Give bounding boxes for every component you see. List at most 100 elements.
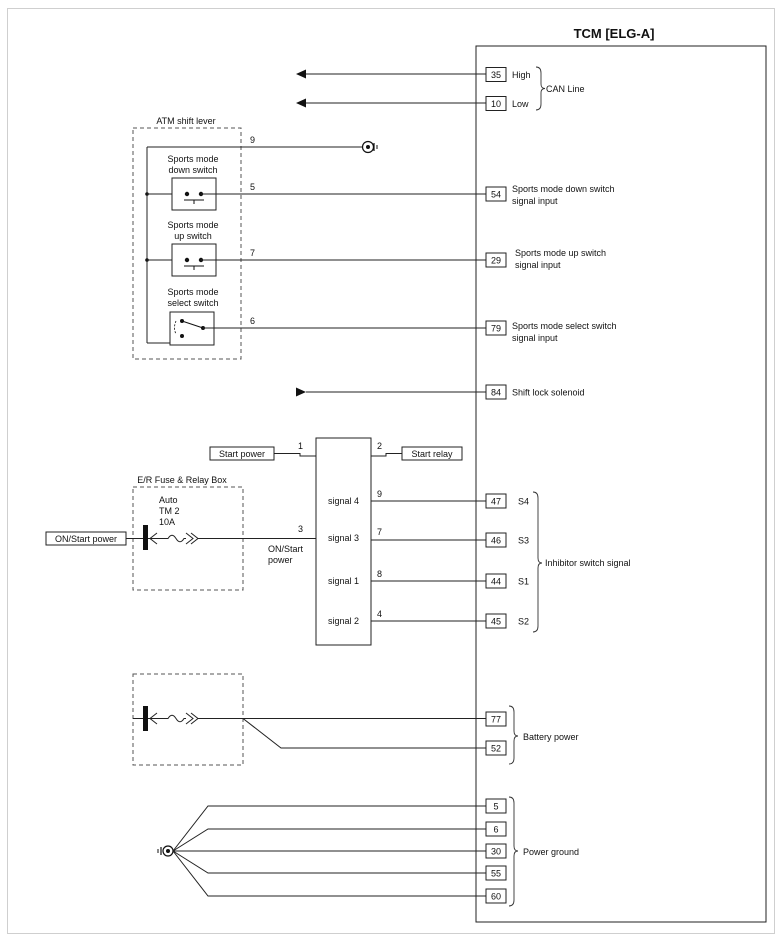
pin-box-60 <box>485 888 507 904</box>
pin-box-46 <box>485 532 507 548</box>
power-ground-point-dot <box>166 849 170 853</box>
fuse-label-3: 10A <box>159 517 175 527</box>
pin-box-10 <box>485 96 507 111</box>
pin-box-29 <box>485 252 507 268</box>
battery-power-group: 77 52 Battery power <box>132 673 579 766</box>
down-signal-label-1: Sports mode down switch <box>512 184 615 194</box>
up-switch-name-2: up switch <box>174 231 212 241</box>
battery-connector <box>143 706 148 731</box>
pin-6-label: 6 <box>493 825 498 835</box>
wire-52-battery <box>242 718 486 749</box>
can-low-arrow <box>296 98 306 108</box>
power-ground-label: Power ground <box>523 847 579 857</box>
pin-47-label: 47 <box>491 497 501 507</box>
select-switch-name-1: Sports mode <box>167 287 218 297</box>
wire-8-label: 8 <box>377 569 382 579</box>
pin-box-47 <box>485 493 507 509</box>
pin-10-label: 10 <box>491 99 501 109</box>
can-low-label: Low <box>512 99 529 109</box>
pin-30-label: 30 <box>491 847 501 857</box>
signal-2-label: signal 2 <box>328 616 359 626</box>
down-switch-contact-a <box>184 191 190 197</box>
pin-79-label: 79 <box>491 324 501 334</box>
can-line-label: CAN Line <box>546 84 585 94</box>
pin-box-5 <box>485 798 507 814</box>
pin-box-30 <box>485 843 507 859</box>
wire-6-label: 6 <box>250 316 255 326</box>
fuse-connector-out-2 <box>190 532 199 545</box>
down-switch-name-2: down switch <box>168 165 217 175</box>
wire-1-label: 1 <box>298 441 303 451</box>
start-power-label: Start power <box>219 449 265 459</box>
pin-box-44 <box>485 573 507 589</box>
fuse-relay-box: E/R Fuse & Relay Box Auto TM 2 10A ON/St… <box>45 475 316 591</box>
fuse-connector-out-1 <box>185 532 194 545</box>
wire-4-label: 4 <box>377 609 382 619</box>
pin-77-label: 77 <box>491 715 501 725</box>
on-start-label-2: power <box>268 555 293 565</box>
shift-lock-group: 84 Shift lock solenoid <box>296 384 585 400</box>
battery-fuse-icon <box>148 714 186 723</box>
pin-box-79 <box>485 320 507 336</box>
up-switch-contact-a <box>184 257 190 263</box>
inhibitor-switch-box <box>315 437 372 646</box>
up-switch-name-1: Sports mode <box>167 220 218 230</box>
battery-connector-out-1 <box>185 712 194 725</box>
down-signal-label-2: signal input <box>512 196 558 206</box>
select-switch-arm <box>181 320 204 329</box>
pin-box-77 <box>485 711 507 727</box>
inhibitor-switch-signal-label: Inhibitor switch signal <box>545 558 631 568</box>
select-signal-label-1: Sports mode select switch <box>512 321 617 331</box>
pin-55-label: 55 <box>491 869 501 879</box>
select-switch-contact-b <box>180 334 184 338</box>
pin-60-label: 60 <box>491 892 501 902</box>
tcm-title: TCM [ELG-A] <box>574 26 655 41</box>
battery-power-bracket <box>508 705 519 765</box>
pin-box-35 <box>485 67 507 82</box>
fuse-label-1: Auto <box>159 495 178 505</box>
battery-power-label: Battery power <box>523 732 579 742</box>
signal-3-label: signal 3 <box>328 533 359 543</box>
pin-45-label: 45 <box>491 617 501 627</box>
signal-1-label: signal 1 <box>328 576 359 586</box>
battery-connector-out-2 <box>190 712 199 725</box>
pin-box-52 <box>485 740 507 756</box>
s1-label: S1 <box>518 577 529 587</box>
wire-9-label: 9 <box>250 135 255 145</box>
pin-5-label: 5 <box>493 802 498 812</box>
select-switch-arc <box>174 320 177 335</box>
pin-46-label: 46 <box>491 536 501 546</box>
can-line-group: 35 High 10 Low CAN Line <box>296 66 585 111</box>
pin-84-label: 84 <box>491 388 501 398</box>
select-signal-label-2: signal input <box>512 333 558 343</box>
ground-wire-60 <box>172 850 486 897</box>
pin-box-54 <box>485 186 507 202</box>
signal-4-label: signal 4 <box>328 496 359 506</box>
wire-7-label: 7 <box>250 248 255 258</box>
shift-lock-arrow <box>296 387 306 397</box>
pin-29-label: 29 <box>491 256 501 266</box>
on-start-label-1: ON/Start <box>268 544 304 554</box>
pin-box-6 <box>485 821 507 837</box>
fuse-label-2: TM 2 <box>159 506 180 516</box>
lever-pins: 54 Sports mode down switch signal input … <box>485 184 617 343</box>
atm-shift-lever-title: ATM shift lever <box>156 116 215 126</box>
ground-point-dot <box>366 145 370 149</box>
on-start-power-label: ON/Start power <box>55 534 117 544</box>
s2-label: S2 <box>518 617 529 627</box>
ground-wire-6 <box>172 828 486 852</box>
power-ground-group: 5 6 30 55 60 Power ground <box>157 796 579 907</box>
wire-5-label: 5 <box>250 182 255 192</box>
pin-44-label: 44 <box>491 577 501 587</box>
wire-7b-label: 7 <box>377 527 382 537</box>
diagram-frame <box>7 8 775 934</box>
inhibitor-pins: 47 S4 46 S3 44 S1 45 S2 Inhibitor switch… <box>485 491 631 633</box>
fuse-box-connector <box>143 525 148 550</box>
s4-label: S4 <box>518 497 529 507</box>
inhibitor-bracket <box>532 491 543 633</box>
s3-label: S3 <box>518 536 529 546</box>
can-line-bracket <box>535 66 546 111</box>
pin-box-84 <box>485 384 507 400</box>
wire-9b-label: 9 <box>377 489 382 499</box>
